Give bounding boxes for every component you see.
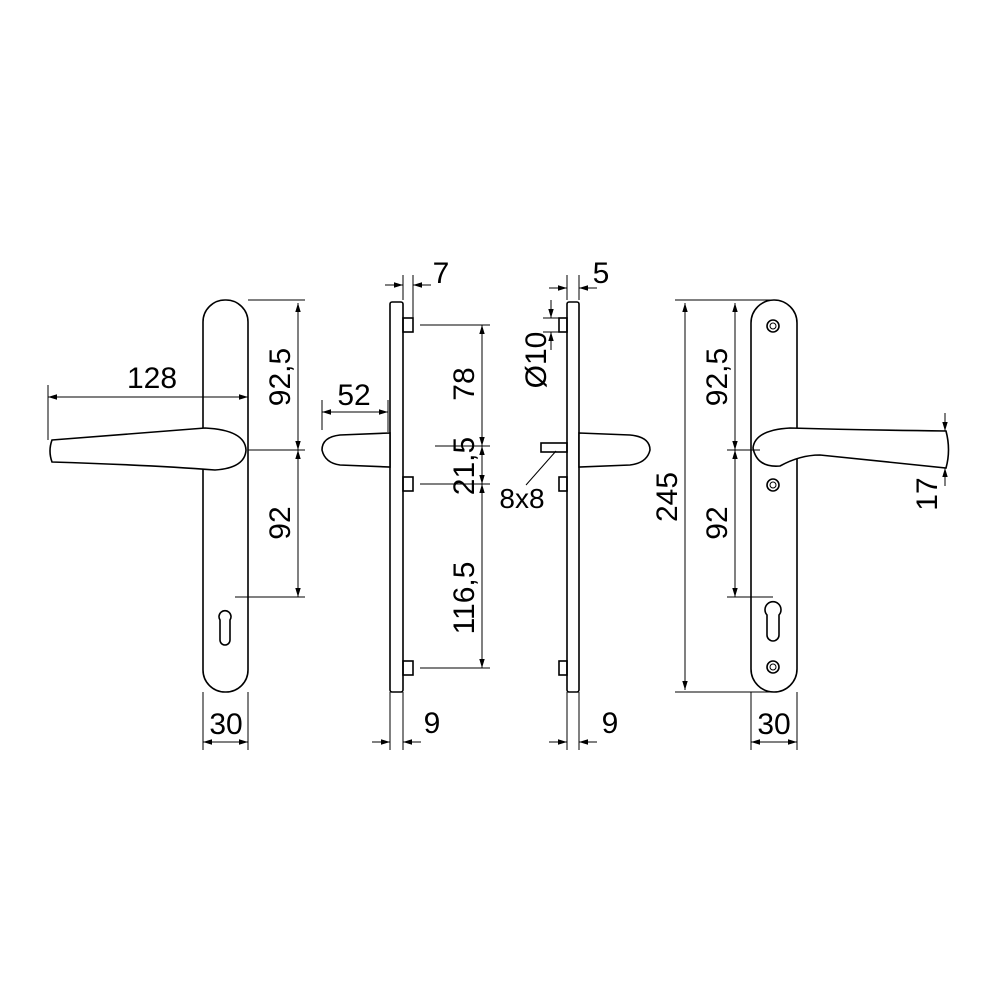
dim-92-5-right: 92,5 [701,348,734,406]
side-view-right: 5 Ø10 8x8 9 [499,257,651,750]
screw-hole-bottom [766,660,780,674]
stud-middle-right [558,476,568,492]
plate-side-right [566,301,580,693]
stud-bottom-right [558,660,568,676]
lever-handle-right [752,427,950,469]
dim-30-right: 30 [757,708,790,741]
dim-78: 78 [448,367,481,400]
side-view-left: 52 7 78 21,5 116,5 9 [321,257,490,750]
stud-bottom [402,660,414,676]
dim-128: 128 [127,362,177,395]
dim-8x8: 8x8 [499,483,544,514]
stud-top-right [558,317,568,333]
plate-side [389,301,404,693]
dim-diameter-10: Ø10 [520,332,553,389]
backplate [202,299,249,693]
keyhole-icon [218,609,232,646]
stud-middle [402,476,414,492]
dim-17: 17 [911,477,944,510]
dim-7: 7 [433,257,450,290]
front-view-right: 245 92,5 92 30 17 [651,299,950,750]
spindle [540,442,568,453]
lever-handle [49,427,247,471]
dim-9-right: 9 [602,707,619,740]
lever-handle-side-right [578,432,651,468]
dim-245: 245 [651,472,684,522]
screw-hole-middle [766,478,780,492]
stud-top [402,317,414,333]
dim-92-right: 92 [701,506,734,539]
dim-30-left: 30 [209,708,242,741]
lever-handle-side [321,432,391,468]
dim-116-5: 116,5 [448,562,481,635]
dim-21-5: 21,5 [448,437,481,495]
dim-52: 52 [337,379,370,412]
front-view-left: 128 92,5 92 30 [47,299,305,750]
backplate-right [750,299,798,693]
dim-92-5-left: 92,5 [264,348,297,406]
dim-9-left: 9 [424,707,441,740]
dim-92-left: 92 [264,506,297,539]
screw-hole-top [766,319,780,333]
dim-5: 5 [593,257,610,290]
keyhole-icon-right [764,600,782,642]
